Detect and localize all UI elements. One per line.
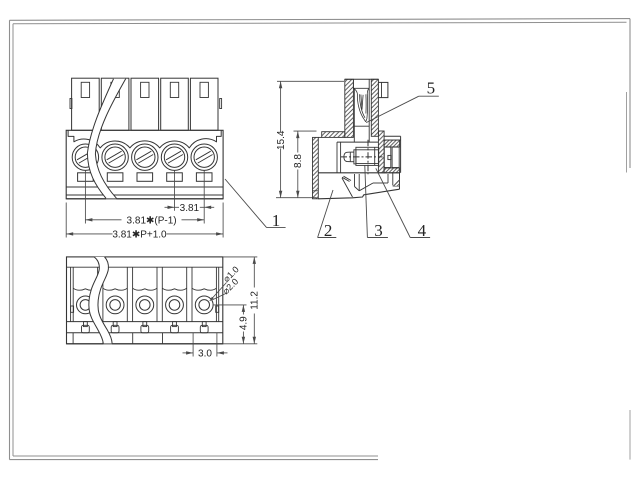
svg-text:15.4: 15.4 [276, 130, 287, 150]
svg-text:4: 4 [418, 221, 427, 240]
svg-text:5: 5 [427, 79, 436, 98]
svg-text:3.81✱P+1.0: 3.81✱P+1.0 [112, 229, 167, 240]
svg-text:3: 3 [374, 221, 383, 240]
svg-text:3.81✱(P-1): 3.81✱(P-1) [127, 215, 177, 226]
svg-text:3.0: 3.0 [198, 348, 212, 359]
svg-text:3.81: 3.81 [180, 203, 200, 214]
svg-text:11.2: 11.2 [250, 291, 261, 310]
svg-text:8.8: 8.8 [293, 154, 304, 168]
svg-text:1: 1 [272, 211, 281, 230]
svg-text:2: 2 [324, 221, 333, 240]
svg-text:4.9: 4.9 [239, 316, 250, 330]
